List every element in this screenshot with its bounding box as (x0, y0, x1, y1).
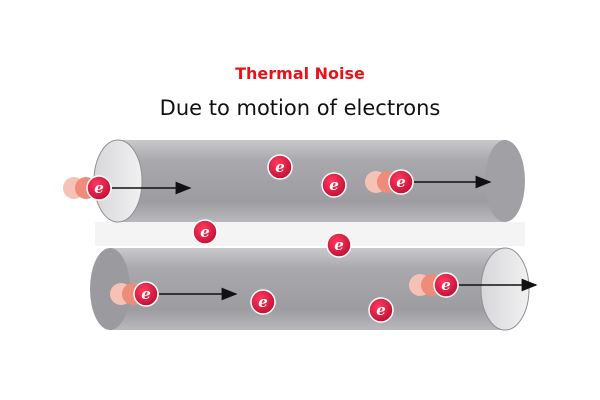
electron-symbol: e (94, 179, 104, 197)
electron-symbol: e (141, 285, 151, 303)
electron-static-4: e (326, 232, 352, 258)
electron-symbol: e (376, 301, 386, 319)
electron-moving-3: e (110, 281, 238, 307)
electron-symbol: e (334, 236, 344, 254)
lower-wire-segment (90, 247, 530, 331)
electron-static-2: e (321, 172, 347, 198)
electron-symbol: e (396, 173, 406, 191)
electron-static-3: e (192, 219, 218, 245)
electron-moving-4: e (409, 272, 538, 298)
diagram-subtitle: Due to motion of electrons (159, 96, 441, 120)
wire-gap (95, 222, 525, 246)
electron-symbol: e (441, 276, 451, 294)
electron-symbol: e (200, 223, 210, 241)
diagram-title: Thermal Noise (235, 64, 365, 83)
electron-symbol: e (258, 293, 268, 311)
electron-moving-2: e (365, 169, 492, 195)
electron-static-5: e (250, 289, 276, 315)
upper-wire-segment (93, 139, 525, 223)
electron-symbol: e (329, 176, 339, 194)
electron-moving-1: e (63, 175, 192, 201)
electron-static-1: e (267, 154, 293, 180)
electron-symbol: e (275, 158, 285, 176)
electron-static-6: e (368, 297, 394, 323)
